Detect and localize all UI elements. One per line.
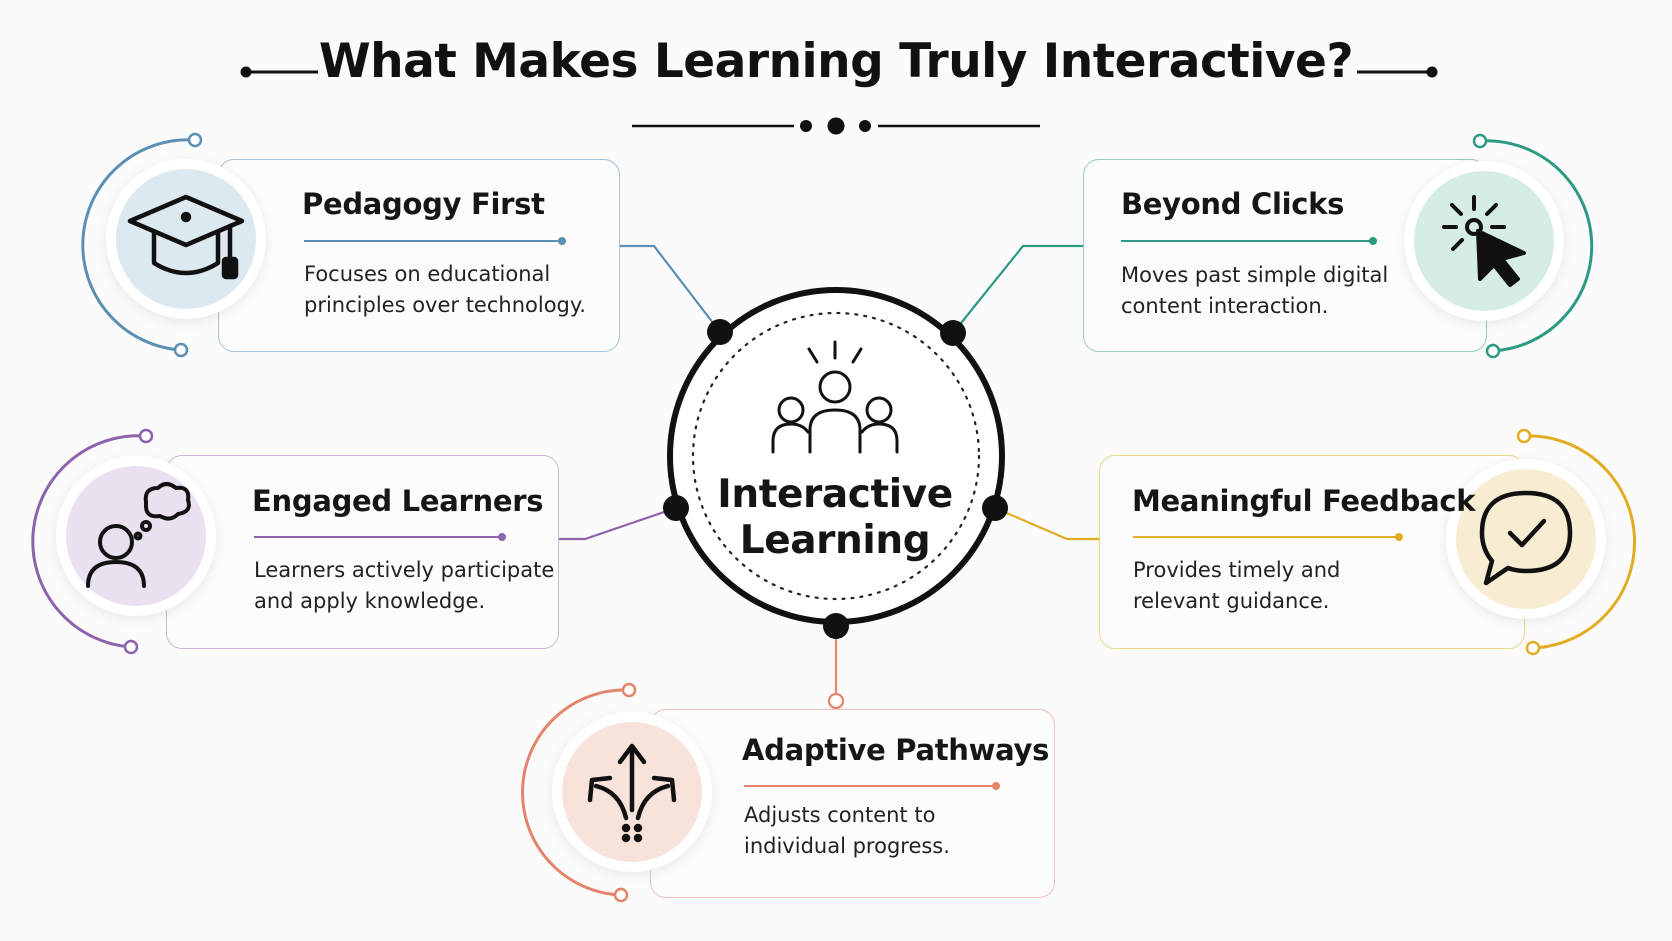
connector-pedagogy (619, 244, 721, 333)
thinking-person-icon (86, 482, 191, 588)
card-desc-line1-adaptive: Adjusts content to (744, 803, 936, 827)
center-hub-label-line1: Interactive (717, 472, 953, 517)
card-engaged (166, 455, 559, 649)
card-title-adaptive: Adaptive Pathways (742, 733, 1050, 767)
center-hub-ring (667, 287, 1005, 625)
icon-circle-engaged (66, 466, 206, 606)
card-rule-engaged (254, 533, 506, 541)
icon-circle-pedagogy (116, 169, 256, 309)
chat-check-icon (1479, 490, 1573, 586)
card-title-pedagogy: Pedagogy First (302, 187, 545, 221)
page-title: What Makes Learning Truly Interactive? (318, 34, 1354, 89)
arc-engaged (31, 428, 154, 655)
connector-feedback (994, 506, 1099, 541)
card-feedback (1099, 455, 1525, 649)
title-decoration-right (1357, 66, 1438, 78)
arc-feedback (1516, 428, 1637, 656)
title-underline-divider (632, 117, 1040, 135)
card-desc-line2-engaged: and apply knowledge. (254, 589, 486, 613)
card-desc-adaptive: Adjusts content to individual progress. (744, 800, 950, 862)
card-desc-line2-beyond-clicks: content interaction. (1121, 294, 1329, 318)
card-desc-beyond-clicks: Moves past simple digital content intera… (1121, 260, 1388, 322)
card-title-beyond-clicks: Beyond Clicks (1121, 187, 1345, 221)
card-rule-pedagogy (304, 237, 566, 245)
icon-circle-beyond-clicks (1414, 171, 1554, 311)
branching-arrows-icon (587, 743, 677, 843)
title-decoration-left (240, 66, 318, 78)
connector-beyond-clicks (952, 244, 1083, 334)
card-rule-beyond-clicks (1121, 237, 1377, 245)
card-pedagogy (218, 159, 620, 352)
people-group-icon (771, 340, 899, 454)
ring-node-feedback (982, 495, 1008, 521)
connector-engaged (557, 506, 677, 541)
center-hub-label: Interactive Learning (700, 472, 970, 564)
connector-adaptive-end-dot (827, 692, 845, 710)
graduation-cap-icon (127, 194, 245, 280)
card-desc-line2-feedback: relevant guidance. (1133, 589, 1330, 613)
arc-adaptive (520, 682, 637, 903)
card-desc-line2-pedagogy: principles over technology. (304, 293, 586, 317)
card-adaptive (650, 709, 1055, 898)
ring-node-adaptive (823, 613, 849, 639)
card-desc-line1-pedagogy: Focuses on educational (304, 262, 551, 286)
card-desc-line2-adaptive: individual progress. (744, 834, 950, 858)
card-title-feedback: Meaningful Feedback (1132, 484, 1476, 518)
arc-pedagogy (81, 132, 203, 358)
icon-circle-adaptive (562, 722, 702, 862)
center-hub-label-line2: Learning (739, 518, 931, 563)
ring-node-beyond-clicks (940, 320, 966, 346)
ring-node-engaged (663, 495, 689, 521)
cursor-click-icon (1442, 195, 1526, 287)
card-desc-feedback: Provides timely and relevant guidance. (1133, 555, 1340, 617)
card-rule-adaptive (744, 782, 1000, 790)
card-rule-feedback (1133, 533, 1403, 541)
card-desc-line1-engaged: Learners actively participate (254, 558, 555, 582)
card-desc-line1-beyond-clicks: Moves past simple digital (1121, 263, 1389, 287)
ring-node-pedagogy (707, 319, 733, 345)
card-desc-engaged: Learners actively participate and apply … (254, 555, 554, 617)
arc-beyond-clicks (1472, 133, 1594, 359)
icon-circle-feedback (1456, 469, 1596, 609)
card-desc-line1-feedback: Provides timely and (1133, 558, 1341, 582)
card-title-engaged: Engaged Learners (252, 484, 544, 518)
card-desc-pedagogy: Focuses on educational principles over t… (304, 259, 586, 321)
